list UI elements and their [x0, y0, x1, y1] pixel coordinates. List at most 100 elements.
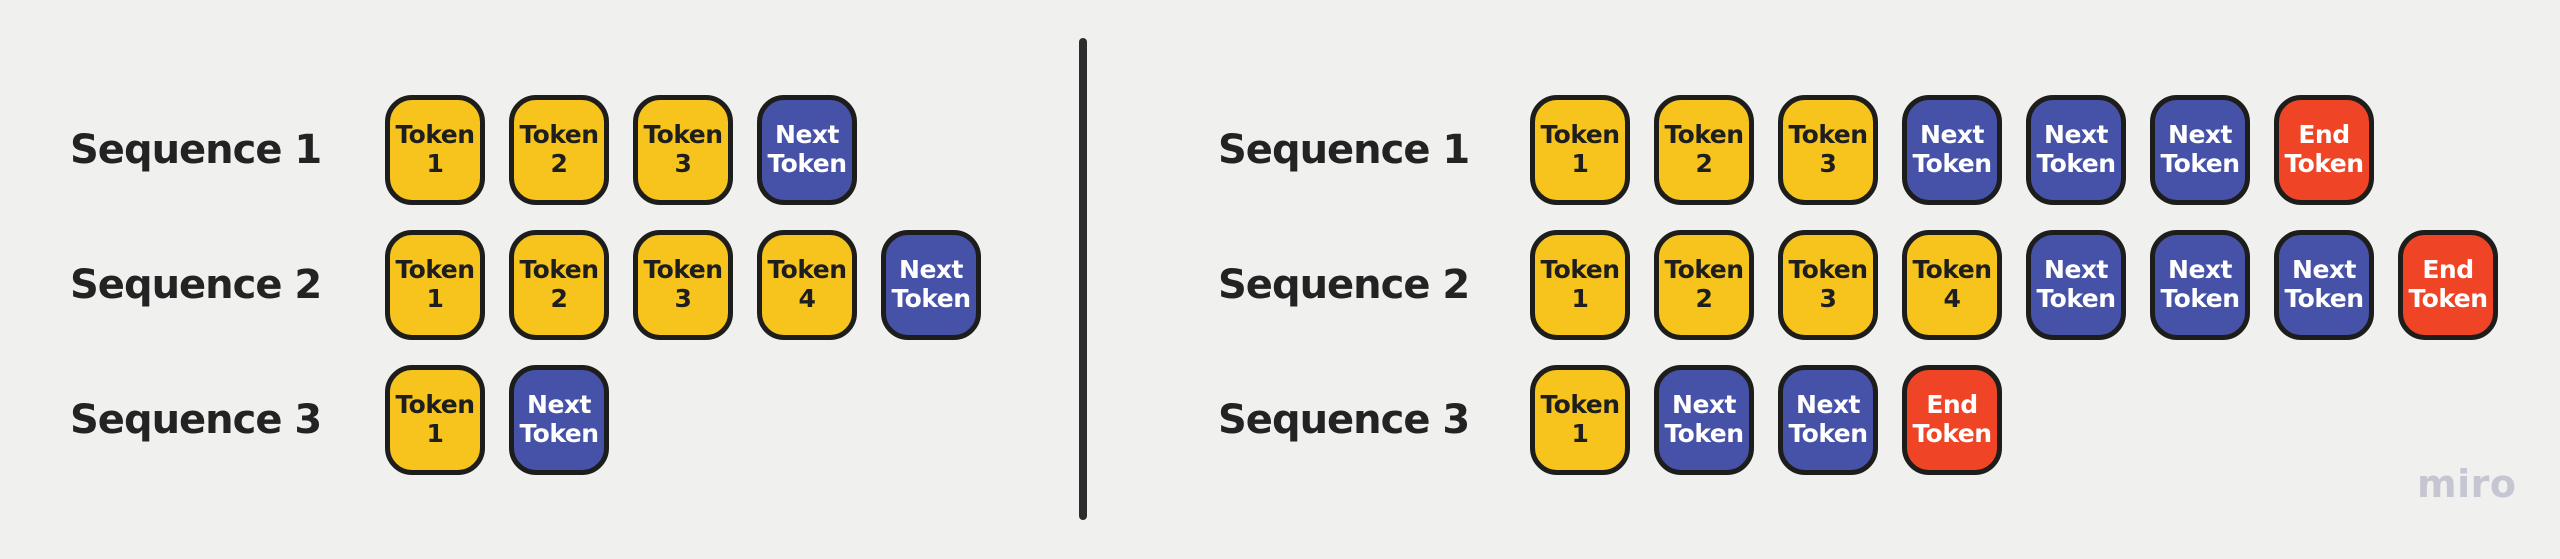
token-label-line2: Token: [2036, 149, 2116, 178]
token-label-line2: Token: [2036, 284, 2116, 313]
token-label-line1: End: [2298, 120, 2350, 150]
sequence-label: Sequence 2: [70, 262, 322, 308]
token-label-line2: Token: [1664, 419, 1744, 448]
token-label-line2: 1: [426, 149, 444, 178]
token-label-line2: Token: [1788, 419, 1868, 448]
token-label-line1: Token: [643, 255, 723, 285]
sequence-label: Sequence 1: [1218, 127, 1470, 173]
token-label-line2: 1: [1571, 149, 1589, 178]
token-label-line1: Next: [1672, 390, 1736, 420]
token-label-line2: Token: [1912, 419, 1992, 448]
token-label-line2: 2: [550, 284, 568, 313]
token-label-line2: 1: [1571, 419, 1589, 448]
token-label-line1: Token: [395, 390, 475, 420]
token-label-line2: 1: [426, 284, 444, 313]
token-label-line1: Next: [1920, 120, 1984, 150]
token-label-line2: 4: [798, 284, 816, 313]
token-label-line1: Token: [395, 120, 475, 150]
token-label-line1: Next: [1796, 390, 1860, 420]
token-label-line2: Token: [2284, 284, 2364, 313]
token-label-line1: Next: [775, 120, 839, 150]
token-label-line2: 4: [1943, 284, 1961, 313]
token-label-line1: Token: [519, 255, 599, 285]
panel-divider: [1079, 38, 1087, 520]
token-label-line2: 2: [550, 149, 568, 178]
token-label-line1: Token: [643, 120, 723, 150]
token-label-line1: Token: [519, 120, 599, 150]
token-label-line1: Next: [2168, 255, 2232, 285]
token-label-line2: Token: [519, 419, 599, 448]
token-label-line1: Token: [1540, 120, 1620, 150]
token-label-line1: Next: [2292, 255, 2356, 285]
token-label-line2: 1: [426, 419, 444, 448]
token-label-line2: 3: [674, 284, 692, 313]
token-label-line2: 3: [1819, 284, 1837, 313]
token-label-line1: Next: [2044, 255, 2108, 285]
token-label-line2: Token: [2408, 284, 2488, 313]
token-label-line2: Token: [2160, 149, 2240, 178]
sequence-label: Sequence 1: [70, 127, 322, 173]
token-label-line1: Next: [899, 255, 963, 285]
sequence-label: Sequence 3: [1218, 397, 1470, 443]
token-label-line2: Token: [1912, 149, 1992, 178]
token-label-line2: Token: [767, 149, 847, 178]
token-label-line1: End: [2422, 255, 2474, 285]
token-label-line1: End: [1926, 390, 1978, 420]
token-label-line1: Token: [1664, 120, 1744, 150]
token-label-line2: 2: [1695, 149, 1713, 178]
token-label-line2: Token: [2160, 284, 2240, 313]
token-label-line2: 3: [1819, 149, 1837, 178]
sequence-label: Sequence 2: [1218, 262, 1470, 308]
token-label-line1: Token: [1664, 255, 1744, 285]
token-label-line1: Next: [2044, 120, 2108, 150]
token-label-line2: 3: [674, 149, 692, 178]
token-label-line1: Next: [527, 390, 591, 420]
token-label-line2: 1: [1571, 284, 1589, 313]
miro-logo: miro: [2417, 462, 2517, 506]
token-label-line1: Token: [767, 255, 847, 285]
token-label-line2: Token: [891, 284, 971, 313]
token-label-line1: Next: [2168, 120, 2232, 150]
token-label-line1: Token: [1788, 255, 1868, 285]
token-label-line1: Token: [1912, 255, 1992, 285]
token-label-line2: 2: [1695, 284, 1713, 313]
token-label-line1: Token: [1540, 255, 1620, 285]
